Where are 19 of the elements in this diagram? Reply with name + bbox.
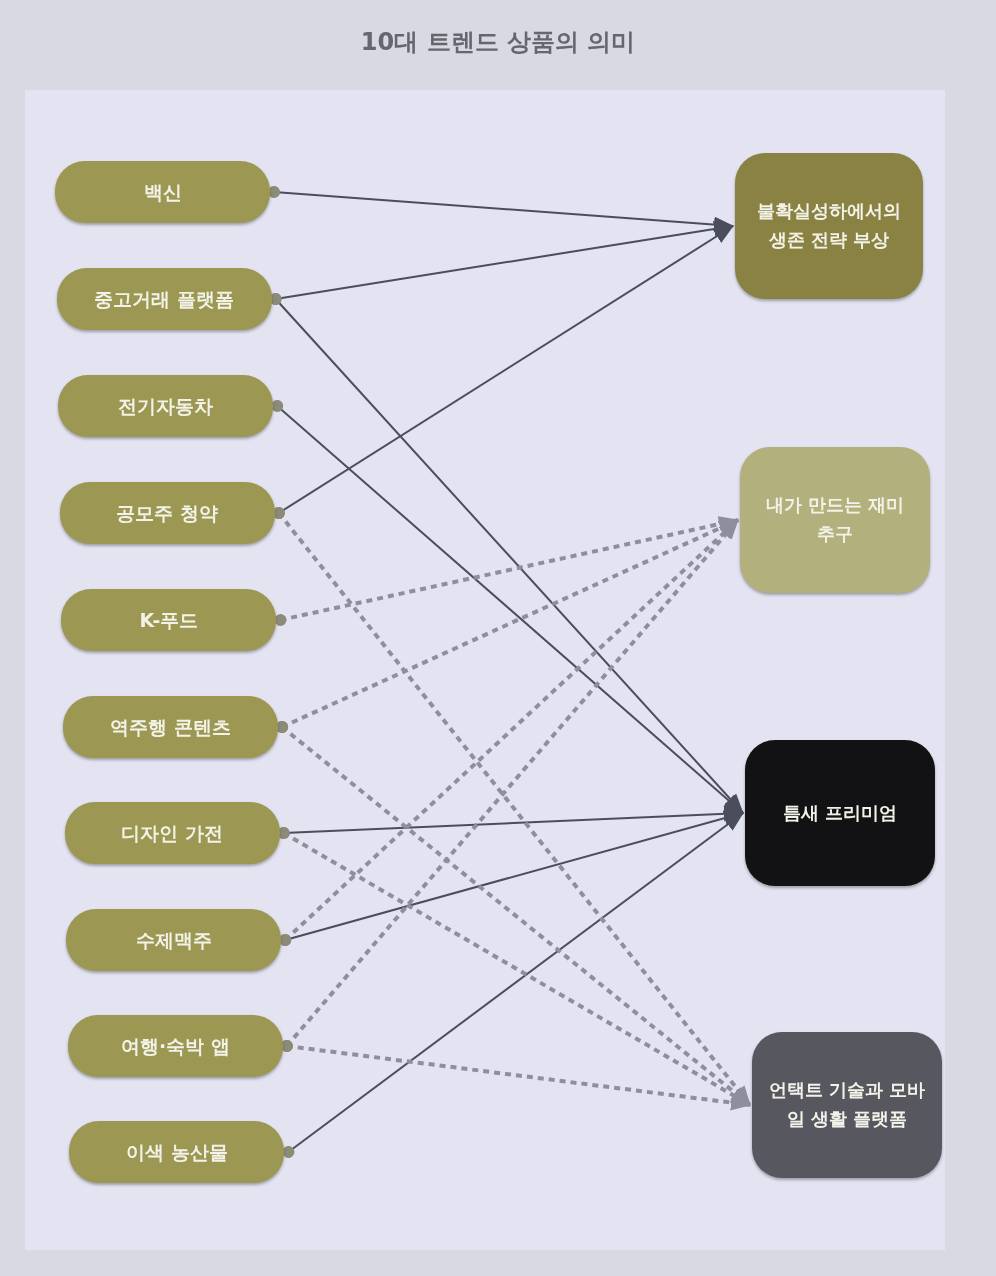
trend-pill: 공모주 청약	[59, 482, 275, 544]
arrow	[268, 186, 734, 233]
meaning-box: 불확실성하에서의 생존 전략 부상	[735, 153, 923, 299]
meaning-box: 틈새 프리미엄	[745, 740, 935, 886]
title: 10대 트렌드 상품의 의미	[359, 27, 637, 58]
meaning-box: 내가 만드는 재미 추구	[740, 447, 930, 593]
trend-pill: 전기자동차	[58, 375, 274, 437]
arrow	[279, 518, 740, 946]
meaning-box: 언택트 기술과 모바일 생활 플랫폼	[752, 1032, 942, 1178]
trend-pill: 여행·숙박 앱	[67, 1015, 283, 1077]
trend-pill: 디자인 가전	[64, 802, 280, 864]
trend-pill: 역주행 콘텐츠	[63, 696, 278, 758]
trend-pill: 백신	[55, 161, 270, 223]
arrow	[271, 400, 744, 814]
trend-pill: 이색 농산물	[69, 1121, 285, 1183]
trend-pill: K-푸드	[61, 589, 277, 651]
trend-pill: 중고거래 플랫폼	[56, 268, 272, 330]
trend-pill: 수제맥주	[66, 909, 282, 971]
arrow	[276, 721, 752, 1107]
